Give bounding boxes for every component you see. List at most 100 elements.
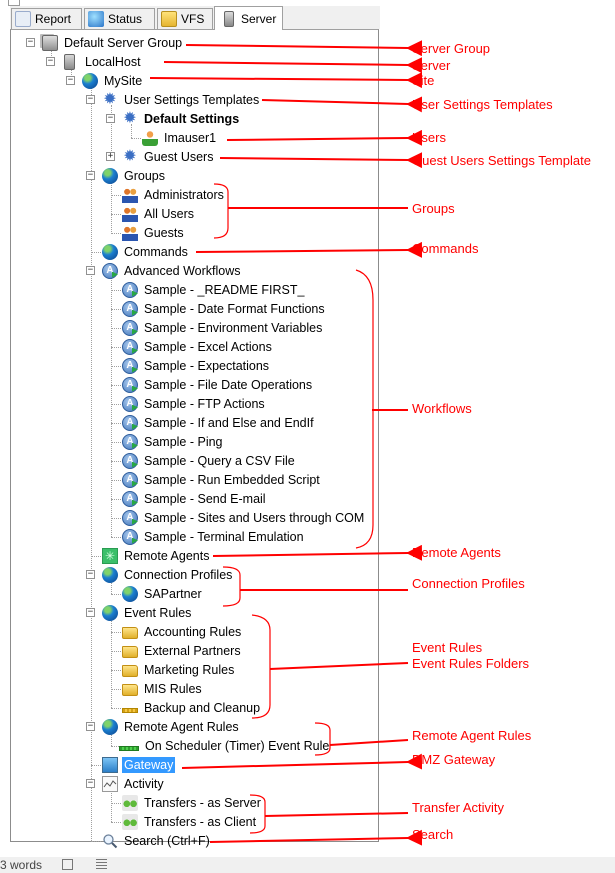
tab-server[interactable]: Server bbox=[214, 6, 283, 30]
tab-report[interactable]: Report bbox=[11, 8, 82, 29]
tree-line bbox=[111, 618, 112, 708]
tree-node-user[interactable]: Imauser1 bbox=[142, 128, 218, 147]
macro-icon[interactable] bbox=[96, 859, 107, 870]
tree-node-remote-agent-rule[interactable]: On Scheduler (Timer) Event Rule bbox=[119, 736, 331, 755]
workflow-icon: A bbox=[122, 338, 138, 355]
collapse-toggle[interactable]: − bbox=[46, 56, 55, 66]
collapse-toggle[interactable]: − bbox=[86, 569, 95, 579]
annotation-event-rules-folders: Event Rules Folders bbox=[412, 656, 530, 671]
tree-node-event-rule-folder[interactable]: External Partners bbox=[122, 641, 243, 660]
server-icon bbox=[224, 10, 234, 27]
collapse-toggle[interactable]: − bbox=[86, 265, 95, 275]
collapse-toggle[interactable]: − bbox=[86, 721, 95, 731]
annotation-workflows: Workflows bbox=[412, 401, 472, 416]
server-group-icon bbox=[42, 34, 58, 51]
tree-line bbox=[111, 732, 112, 746]
tree-line bbox=[111, 404, 121, 405]
tree-node-activity[interactable]: Activity bbox=[102, 774, 166, 793]
tree-line bbox=[111, 803, 121, 804]
tree-node-group[interactable]: All Users bbox=[122, 204, 196, 223]
folder-icon bbox=[122, 626, 138, 639]
tree-node-connection-profile[interactable]: SAPartner bbox=[122, 584, 204, 603]
folder-icon bbox=[122, 683, 138, 696]
transfer-icon bbox=[122, 794, 138, 811]
tree-node-groups[interactable]: Groups bbox=[102, 166, 167, 185]
collapse-toggle[interactable]: − bbox=[66, 75, 75, 85]
tree-node-user-settings-templates[interactable]: ✹ User Settings Templates bbox=[103, 90, 260, 108]
tab-vfs[interactable]: VFS bbox=[157, 8, 213, 29]
tree-node-group[interactable]: Administrators bbox=[122, 185, 226, 204]
tree-line bbox=[111, 594, 121, 595]
tab-status[interactable]: Status bbox=[84, 8, 155, 29]
workflow-icon: A bbox=[102, 262, 118, 279]
collapse-toggle[interactable]: − bbox=[86, 170, 95, 180]
tree-line bbox=[111, 822, 121, 823]
document-checkbox bbox=[8, 0, 20, 6]
status-icon bbox=[88, 11, 104, 27]
tree-node-default-settings[interactable]: ✹ Default Settings bbox=[123, 109, 240, 127]
tab-strip: Report Status VFS Server bbox=[10, 6, 380, 30]
tree-line bbox=[91, 86, 92, 841]
word-count: 3 words bbox=[0, 858, 43, 872]
tree-line bbox=[111, 233, 121, 234]
groups-globe-icon bbox=[102, 167, 118, 184]
tree-node-event-rules[interactable]: Event Rules bbox=[102, 603, 193, 622]
tree-node-transfers-server[interactable]: Transfers - as Server bbox=[122, 793, 263, 812]
expand-toggle[interactable]: + bbox=[106, 151, 115, 161]
collapse-toggle[interactable]: − bbox=[26, 37, 35, 47]
tree-node-transfers-client[interactable]: Transfers - as Client bbox=[122, 812, 258, 831]
tree-line bbox=[111, 537, 121, 538]
tree-line bbox=[111, 214, 121, 215]
tree-node-event-rule-folder[interactable]: Marketing Rules bbox=[122, 660, 236, 679]
tree-node-group[interactable]: Guests bbox=[122, 223, 186, 242]
collapse-toggle[interactable]: − bbox=[86, 607, 95, 617]
tree-line bbox=[111, 105, 112, 157]
workflow-icon: A bbox=[122, 528, 138, 545]
tree-node-server[interactable]: LocalHost bbox=[62, 52, 143, 71]
workflow-icon: A bbox=[122, 395, 138, 412]
tree-node-event-rule[interactable]: Backup and Cleanup bbox=[122, 698, 262, 717]
tree-node-advanced-workflows[interactable]: A Advanced Workflows bbox=[102, 261, 243, 280]
tree-node-search[interactable]: Search (Ctrl+F) bbox=[102, 831, 212, 850]
report-icon bbox=[15, 11, 31, 27]
tree-line bbox=[111, 670, 121, 671]
tree-node-event-rule-folder[interactable]: MIS Rules bbox=[122, 679, 204, 698]
proofing-icon[interactable] bbox=[62, 859, 73, 870]
collapse-toggle[interactable]: − bbox=[86, 94, 95, 104]
tree-node-remote-agent-rules[interactable]: Remote Agent Rules bbox=[102, 717, 241, 736]
tree-node-connection-profiles[interactable]: Connection Profiles bbox=[102, 565, 234, 584]
collapse-toggle[interactable]: − bbox=[86, 778, 95, 788]
tree-line bbox=[111, 195, 121, 196]
tree-node-server-group[interactable]: Default Server Group bbox=[42, 33, 184, 52]
tree-line bbox=[111, 347, 121, 348]
collapse-toggle[interactable]: − bbox=[106, 113, 115, 123]
tree-node-guest-users[interactable]: ✹ Guest Users bbox=[123, 147, 214, 165]
tree-node-remote-agents[interactable]: ✳ Remote Agents bbox=[102, 546, 211, 565]
workflow-icon: A bbox=[122, 319, 138, 336]
tree-node-commands[interactable]: Commands bbox=[102, 242, 190, 261]
globe-icon bbox=[82, 72, 98, 89]
tab-label: Server bbox=[241, 11, 277, 26]
tree-node-gateway[interactable]: Gateway bbox=[102, 755, 176, 774]
tree-line bbox=[111, 442, 121, 443]
activity-chart-icon bbox=[102, 775, 118, 792]
tree-line bbox=[111, 328, 121, 329]
tree-node-event-rule-folder[interactable]: Accounting Rules bbox=[122, 622, 243, 641]
tree-node-site[interactable]: MySite bbox=[82, 71, 144, 90]
annotation-commands: Commands bbox=[412, 241, 479, 256]
workflow-icon: A bbox=[122, 300, 138, 317]
